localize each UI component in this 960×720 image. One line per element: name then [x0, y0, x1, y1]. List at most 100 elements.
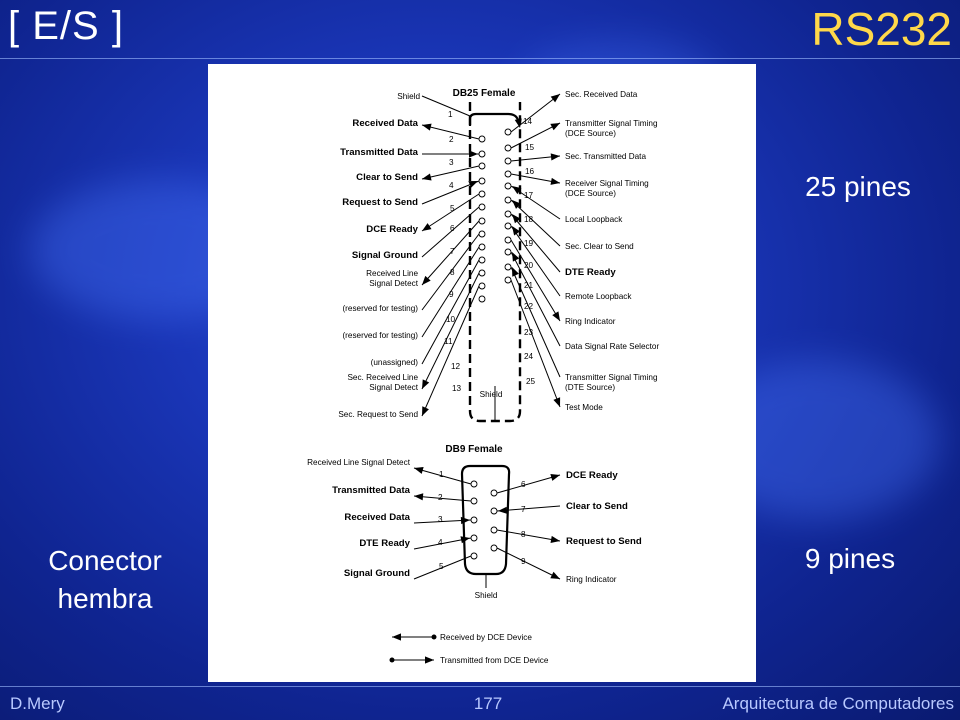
- db9-left-signal-line: [413, 467, 472, 485]
- db25-pin: [504, 222, 512, 230]
- db25-left-signal-line: [421, 272, 480, 390]
- db25-pin: [478, 135, 486, 143]
- db25-pin: [478, 203, 486, 211]
- db25-left-signal-label: DCE Ready: [366, 224, 418, 235]
- db9-left-signal-label: Received Line Signal Detect: [307, 458, 411, 467]
- legend-label: Received by DCE Device: [440, 633, 532, 642]
- db25-pin: [504, 128, 512, 136]
- db25-left-signal-line: [421, 220, 480, 286]
- db25-pin-number: 20: [524, 261, 534, 270]
- db25-pin-number: 2: [449, 135, 454, 144]
- db25-right-signal-label: Remote Loopback: [565, 292, 632, 301]
- label-25-pins: 25 pines: [805, 171, 911, 202]
- db25-arrowhead: [550, 153, 560, 161]
- db25-right-signal-label: Local Loopback: [565, 215, 623, 224]
- db9-pin: [490, 526, 498, 534]
- db25-right-signal-label: (DCE Source): [565, 189, 616, 198]
- db25-left-signal-line: [421, 246, 480, 338]
- db25-pin: [478, 177, 486, 185]
- db25-shield-bottom-label: Shield: [480, 390, 503, 399]
- db25-pin: [478, 162, 486, 170]
- db9-left-signal-label: Received Data: [344, 512, 410, 523]
- footer-page-number: 177: [473, 694, 503, 713]
- db9-left-signal-label: Signal Ground: [344, 568, 410, 579]
- db25-right-signal-label: Ring Indicator: [565, 317, 616, 326]
- db25-left-signal-label: Sec. Received Line: [347, 373, 418, 382]
- db25-right-signal-line: [510, 213, 561, 273]
- db25-pin: [504, 276, 512, 284]
- db9-shield-label: Shield: [475, 591, 498, 600]
- db9-pin: [470, 534, 478, 542]
- footer-author: D.Mery: [10, 694, 65, 713]
- db25-left-signal-label: (unassigned): [371, 358, 419, 367]
- label-connector-female: Conector hembra: [20, 542, 190, 618]
- db25-pin-number: 14: [523, 117, 533, 126]
- db25-pin-number: 4: [449, 181, 454, 190]
- label-9-pins: 9 pines: [804, 543, 896, 574]
- header-divider: [0, 58, 960, 59]
- legend-pin-dot: [389, 657, 395, 663]
- label-connector-line2: hembra: [57, 583, 153, 614]
- db25-right-signal-label: Test Mode: [565, 403, 603, 412]
- db25-left-signal-line: [421, 206, 480, 258]
- db25-left-signal-label: (reserved for testing): [342, 304, 418, 313]
- db25-left-signal-line: [421, 193, 480, 232]
- db25-title: DB25 Female: [453, 88, 516, 99]
- db25-arrowhead: [422, 223, 432, 231]
- db25-arrowhead: [512, 200, 521, 209]
- db9-left-signal-label: Transmitted Data: [332, 485, 411, 496]
- slide-title: RS232: [811, 3, 952, 55]
- db25-right-signal-label: Transmitter Signal Timing: [565, 373, 658, 382]
- db25-left-signal-line: [421, 233, 480, 311]
- db25-shell-top: [468, 112, 520, 126]
- db9-arrowhead: [550, 535, 560, 543]
- db25-pin: [478, 217, 486, 225]
- db9-arrowhead: [460, 516, 470, 525]
- db25-right-signal-label: (DTE Source): [565, 383, 615, 392]
- db9-pin: [470, 516, 478, 524]
- db25-pin-number: 23: [524, 328, 534, 337]
- legend-arrowhead: [425, 656, 434, 664]
- db25-arrowhead: [512, 252, 520, 262]
- db25-pin-number: 17: [524, 191, 534, 200]
- db25-pin-number: 6: [450, 224, 455, 233]
- db25-left-signal-label: Clear to Send: [356, 172, 418, 183]
- db25-left-signal-line: [421, 124, 480, 140]
- db25-pin-number: 13: [452, 384, 462, 393]
- db25-pin-number: 5: [450, 204, 455, 213]
- db25-pin: [504, 170, 512, 178]
- db25-right-signal-line: [510, 122, 561, 149]
- db25-pin-number: 19: [524, 239, 534, 248]
- db9-arrowhead: [498, 506, 508, 514]
- db25-left-signal-label: Received Data: [352, 118, 418, 129]
- legend-pin-dot: [431, 634, 437, 640]
- db25-right-signal-label: Sec. Transmitted Data: [565, 152, 646, 161]
- db25-arrowhead: [512, 214, 521, 224]
- db25-left-signal-label: Request to Send: [342, 197, 418, 208]
- db9-left-signal-label: DTE Ready: [359, 538, 410, 549]
- db25-pin-number: 15: [525, 143, 535, 152]
- footer-course: Arquitectura de Computadores: [722, 694, 954, 713]
- db9-pin: [490, 507, 498, 515]
- db25-arrowhead: [422, 379, 430, 389]
- db25-pin: [504, 248, 512, 256]
- db9-right-signal-line: [496, 474, 561, 494]
- db25-right-signal-label: Sec. Clear to Send: [565, 242, 634, 251]
- db25-pin-number: 24: [524, 352, 534, 361]
- db25-pin-number: 12: [451, 362, 461, 371]
- db25-left-signal-line: [421, 180, 480, 205]
- db25-arrowhead: [550, 123, 560, 131]
- db9-pin-number: 6: [521, 480, 526, 489]
- db25-pin: [504, 196, 512, 204]
- db25-pin: [478, 269, 486, 277]
- db25-right-signal-line: [510, 225, 561, 297]
- db25-arrowhead: [512, 267, 519, 277]
- db25-pin: [504, 263, 512, 271]
- db9-pin: [490, 544, 498, 552]
- db9-arrowhead: [414, 493, 424, 501]
- db25-pin: [504, 144, 512, 152]
- db25-arrowhead: [422, 173, 432, 181]
- db25-arrowhead: [468, 181, 478, 188]
- db9-arrowhead: [460, 536, 470, 544]
